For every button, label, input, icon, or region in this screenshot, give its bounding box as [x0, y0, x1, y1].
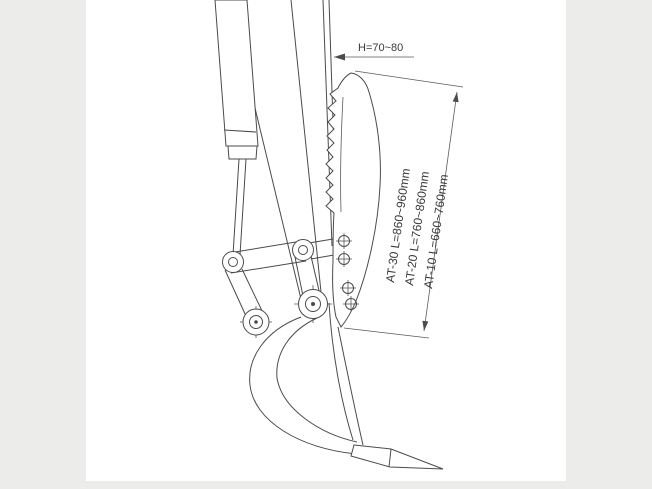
bolt-circle [342, 282, 354, 294]
pin-pivot-center [311, 302, 315, 306]
pin-idler-inner [298, 245, 308, 255]
pin-rod-end-inner [228, 257, 238, 267]
dimension-line [423, 91, 458, 332]
bolt-circle [338, 235, 350, 247]
arm-edge-right [290, 0, 322, 293]
extension-line-bottom [343, 327, 430, 339]
cylinder-barrel [214, 0, 259, 147]
extension-line-top [354, 70, 464, 88]
h-dimension-arrow [334, 53, 345, 61]
bracket-connector-bottom [310, 254, 335, 260]
pin-link-center [254, 320, 258, 324]
bolt-circle [338, 253, 350, 265]
thumb-bolt-3 [340, 280, 356, 296]
bucket-inner-curve [276, 317, 358, 443]
push-link-left [224, 269, 247, 317]
thumb-attachment [325, 72, 381, 328]
thumb-blade-inner-line [340, 96, 344, 213]
bucket-back-curve [249, 316, 357, 455]
bucket-tooth [350, 444, 444, 470]
h-link-top [234, 240, 303, 253]
bolt-circle [345, 298, 357, 310]
bracket-connector-top [308, 238, 334, 244]
bucket-front-edge [337, 326, 364, 446]
bucket [249, 302, 444, 470]
thumb-bolt-1 [336, 233, 352, 249]
bucket-linkage [224, 240, 321, 317]
thumb-bolt-4 [343, 296, 359, 312]
bucket-tooth-joint [388, 448, 392, 468]
idler-link-left [294, 256, 304, 297]
dimension-arrow-top [452, 92, 459, 103]
link-pins [222, 239, 332, 338]
idler-link-right [310, 255, 321, 296]
dimension-arrow-bottom [422, 320, 429, 331]
cylinder-band [223, 129, 257, 133]
h-dimension-label: H=70~80 [358, 42, 403, 54]
bucket-front-inner [328, 302, 354, 441]
cylinder-cap [227, 145, 258, 160]
thumb-blade-outline [325, 72, 381, 328]
h-dimension: H=70~80 [334, 42, 414, 61]
push-link-right [241, 268, 264, 314]
thumb-bolt-2 [336, 251, 352, 267]
